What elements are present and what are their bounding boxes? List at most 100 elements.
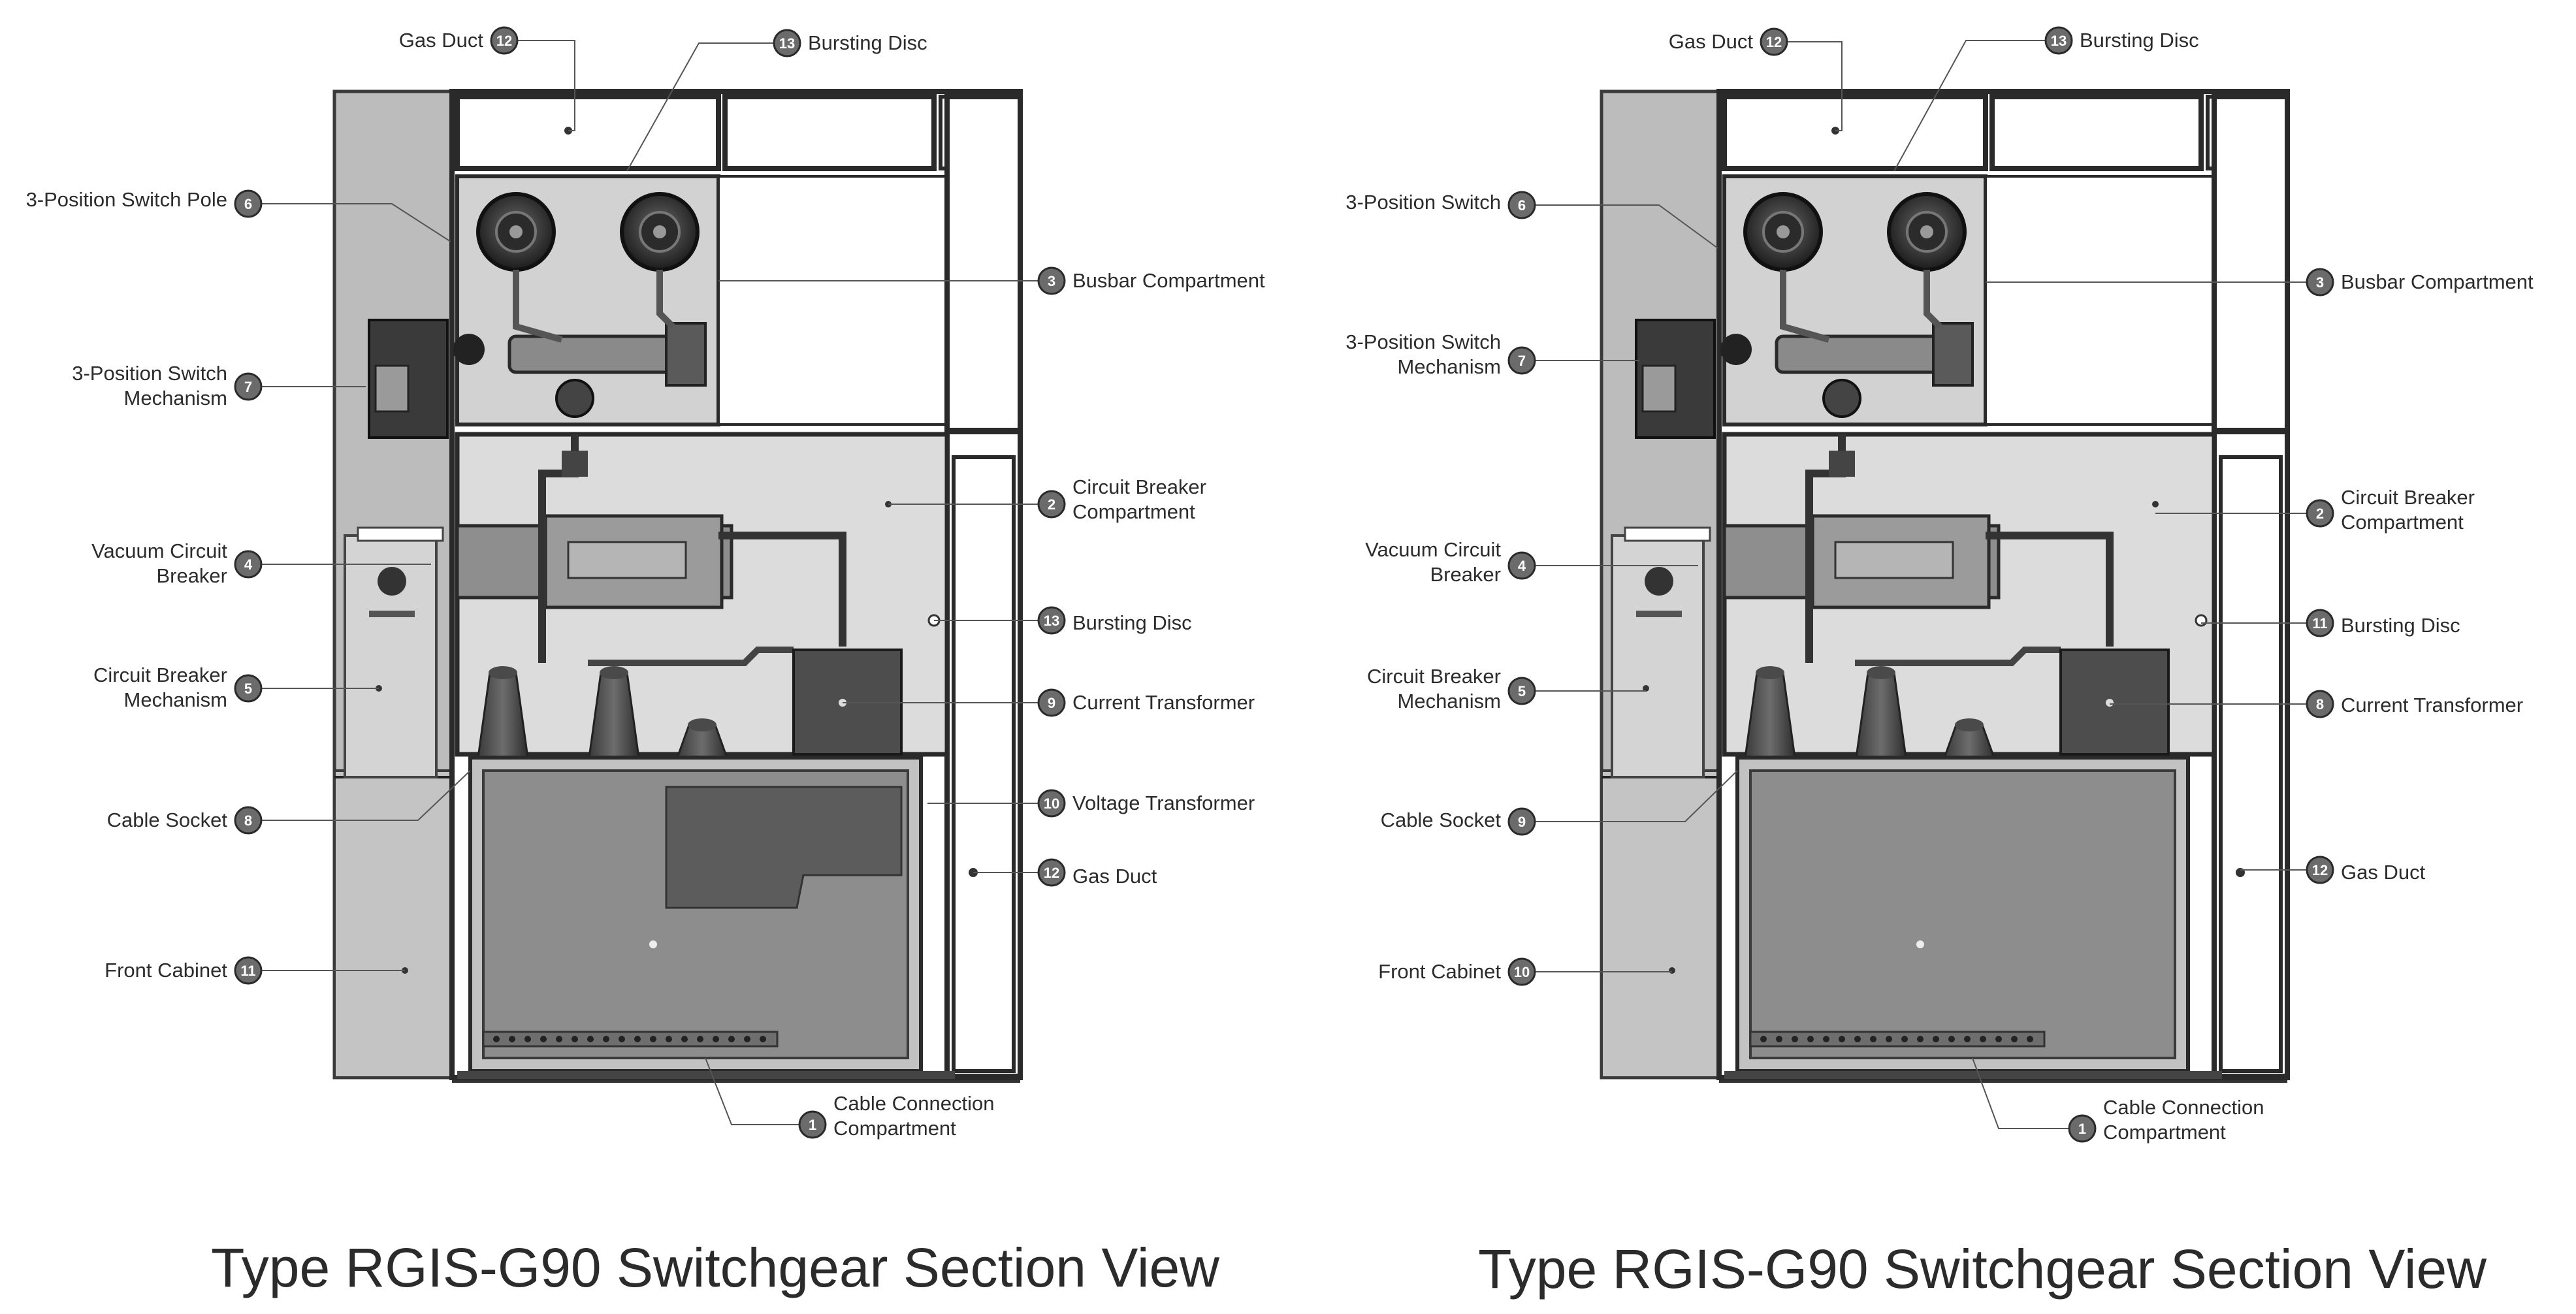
callout-number-badge — [234, 674, 263, 703]
callout-label: Gas Duct — [1072, 865, 1157, 888]
callout-label: Bursting Disc — [2080, 29, 2199, 52]
callout-label: Mechanism — [124, 688, 228, 711]
gas-duct-top — [1722, 94, 1988, 171]
callout-number-badge — [234, 189, 263, 218]
callout-label: Cable Connection — [833, 1092, 994, 1115]
callout-number-badge — [798, 1110, 827, 1139]
callout-number: 7 — [1518, 353, 1526, 369]
callout-switch-pole: 63-Position Switch — [1345, 191, 1718, 249]
callout-number-badge — [2306, 499, 2334, 528]
callout-front-cabinet: 10 Front Cabinet — [1378, 957, 1672, 986]
front-cabinet-lower — [333, 769, 453, 1079]
callout-switch-pole: 6 3-Position Switch Pole — [26, 188, 451, 242]
gas-duct-top-2 — [1989, 94, 2204, 171]
callout-number: 12 — [1766, 34, 1782, 50]
callout-label: Mechanism — [1398, 690, 1502, 713]
callout-number-badge — [1037, 789, 1066, 818]
callout-label: Compartment — [2103, 1121, 2226, 1144]
callout-label: Current Transformer — [1072, 691, 1255, 714]
callout-label: Cable Socket — [107, 809, 228, 831]
callout-number: 8 — [244, 812, 252, 829]
callout-number: 1 — [809, 1117, 816, 1133]
callout-number-badge — [1507, 807, 1536, 836]
callout-label: 3-Position Switch Pole — [26, 188, 227, 211]
callout-number: 12 — [2312, 862, 2328, 878]
callout-label: Busbar Compartment — [2341, 270, 2534, 293]
callout-number: 12 — [1044, 865, 1059, 881]
callout-number: 5 — [244, 681, 252, 697]
callout-label: Compartment — [833, 1117, 956, 1140]
callout-number-badge — [2306, 609, 2334, 637]
callout-number-badge — [1507, 551, 1536, 580]
callout-number: 6 — [1518, 197, 1526, 214]
callout-number: 10 — [1514, 964, 1530, 980]
callout-number-badge — [1037, 688, 1066, 717]
callout-number-badge — [1037, 266, 1066, 295]
callout-number-badge — [2306, 856, 2334, 884]
callout-number: 3 — [1048, 273, 1055, 289]
callout-number-badge — [2068, 1114, 2097, 1143]
busbar-compartment — [717, 175, 948, 426]
callout-number: 9 — [1048, 695, 1055, 711]
switch-pole — [507, 334, 681, 374]
callout-number-badge — [1507, 346, 1536, 375]
callout-label: Circuit Breaker — [2341, 486, 2475, 509]
callout-label: Circuit Breaker — [1072, 475, 1206, 498]
switch-pole — [1775, 334, 1948, 374]
callout-label: Front Cabinet — [1378, 960, 1501, 983]
callout-label: Breaker — [1430, 563, 1501, 586]
callout-number: 12 — [496, 33, 512, 49]
callout-label: Voltage Transformer — [1072, 792, 1255, 814]
callout-label: Breaker — [156, 564, 227, 587]
callout-label: Vacuum Circuit — [91, 539, 227, 562]
callout-label: Gas Duct — [2341, 861, 2426, 884]
callout-number-badge — [773, 29, 801, 57]
callout-number: 4 — [1518, 558, 1526, 574]
callout-number: 8 — [2316, 696, 2324, 713]
gas-duct-top-2 — [722, 94, 937, 171]
callout-number: 6 — [244, 196, 252, 212]
gas-duct-top — [455, 94, 721, 171]
callout-number: 5 — [1518, 683, 1526, 699]
callout-number: 2 — [2316, 505, 2324, 522]
callout-number: 11 — [240, 963, 255, 979]
current-transformer — [2059, 649, 2170, 756]
callout-label: Gas Duct — [1669, 30, 1754, 53]
callout-number-badge — [234, 372, 263, 401]
callout-gas-duct-right: 12 Gas Duct — [973, 858, 1157, 888]
callout-number: 2 — [1048, 496, 1055, 513]
busbar-compartment — [1984, 175, 2215, 426]
callout-number: 10 — [1044, 795, 1059, 812]
callout-number: 13 — [2051, 33, 2067, 49]
callout-label: Compartment — [2341, 511, 2464, 534]
callout-label: Circuit Breaker — [1367, 665, 1501, 688]
callout-number: 4 — [244, 556, 253, 573]
callout-label: Mechanism — [1398, 355, 1502, 378]
callout-label: Current Transformer — [2341, 694, 2523, 716]
callout-vt: 10 Voltage Transformer — [927, 789, 1255, 818]
callout-ct: 9 Current Transformer — [843, 688, 1255, 717]
callout-number: 9 — [1518, 814, 1526, 830]
callout-number-badge — [2306, 690, 2334, 718]
callout-label: Mechanism — [124, 387, 228, 409]
figure-caption: Type RGIS-G90 Switchgear Section View — [211, 1237, 1219, 1298]
front-cabinet-lower — [1600, 769, 1720, 1079]
callout-number: 7 — [244, 379, 252, 395]
callout-number-badge — [490, 26, 519, 55]
callout-cable-socket: 8 Cable Socket — [107, 770, 471, 835]
